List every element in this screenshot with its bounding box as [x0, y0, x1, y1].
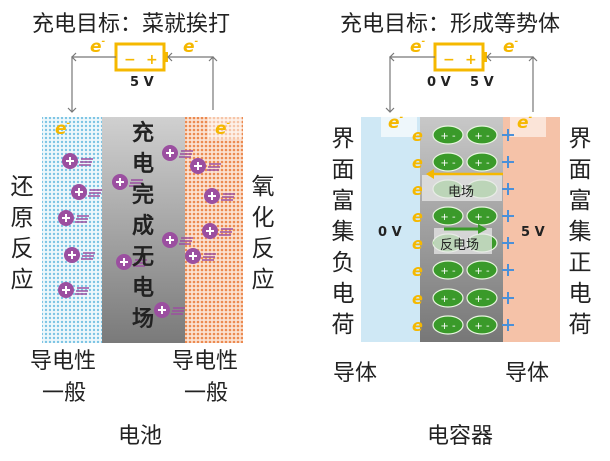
right-conductivity-1: 导电性: [172, 349, 239, 374]
battery-icon-capacitor: − +: [433, 42, 487, 72]
wire-capacitor: [385, 52, 538, 113]
right-plate-voltage: 5 V: [521, 225, 545, 240]
right-conductor-label: 导体: [505, 361, 550, 386]
cation-icon: [71, 184, 102, 200]
svg-text:+ -: + -: [474, 212, 490, 223]
dipole-icon: + -: [432, 315, 464, 335]
left-conductivity-1: 导电性: [30, 349, 97, 374]
plus-charge-icon: [502, 129, 514, 141]
dipole-icon: + -: [466, 260, 498, 280]
dipole-icon: + -: [466, 315, 498, 335]
capacitor-right-voltage: 5 V: [470, 75, 494, 90]
svg-text:+ -: + -: [440, 294, 456, 305]
right-conductor-plate: [503, 117, 560, 342]
svg-text:e-: e-: [410, 37, 426, 57]
svg-text:−: −: [443, 52, 455, 68]
cation-icon: [162, 145, 193, 161]
negative-charge-label: 界面富集负电荷: [331, 126, 355, 338]
dipole-icon: + -: [466, 125, 498, 145]
center-text: 充电完成无电场: [131, 121, 154, 332]
svg-text:+ -: + -: [440, 266, 456, 277]
cation-icon: [190, 158, 221, 174]
cation-icon: [62, 153, 93, 169]
electron-icon: e: [412, 289, 423, 308]
positive-charge-label: 界面富集正电荷: [568, 126, 592, 338]
plus-charge-icon: [502, 210, 514, 222]
dipole-icon: + -: [432, 206, 464, 226]
svg-text:+ -: + -: [474, 158, 490, 169]
dipole-icon: + -: [466, 206, 498, 226]
reverse-field-arrow-icon: [444, 224, 487, 234]
svg-text:e-: e-: [503, 37, 519, 57]
capacitor-title: 充电目标：形成等势体: [340, 12, 561, 37]
plus-charge-icon: [502, 183, 514, 195]
svg-text:+: +: [146, 52, 158, 68]
cation-icon: [204, 188, 235, 204]
dipole-icon: + -: [466, 152, 498, 172]
oxidation-label: 氧化反应: [251, 174, 275, 293]
svg-text:+ -: + -: [440, 212, 456, 223]
left-electrode-blue: [42, 117, 102, 343]
reverse-field-box: [434, 228, 492, 254]
plus-charge-icon: [502, 319, 514, 331]
left-conductivity-2: 一般: [42, 381, 87, 406]
svg-text:+ -: + -: [440, 158, 456, 169]
dipole-icon: + -: [432, 152, 464, 172]
left-conductor-plate: [361, 117, 420, 342]
cation-icon: [185, 248, 216, 264]
ions: [58, 145, 235, 318]
cation-icon: [154, 302, 185, 318]
dipole-icon: + -: [432, 288, 464, 308]
field-arrow-icon: [426, 169, 503, 179]
svg-text:+ -: + -: [440, 321, 456, 332]
cation-icon: [112, 174, 143, 190]
svg-text:e-: e-: [183, 37, 199, 57]
plus-charge-icon: [502, 264, 514, 276]
cation-icon: [116, 254, 147, 270]
capacitor-left-voltage: 0 V: [427, 75, 451, 90]
cation-icon: [202, 223, 233, 239]
dipole-icon: + -: [432, 260, 464, 280]
cation-icon: [58, 282, 89, 298]
cation-icon: [64, 247, 95, 263]
plus-charge-icon: [502, 292, 514, 304]
reverse-field-label: 反电场: [440, 238, 480, 253]
left-conductor-label: 导体: [333, 361, 378, 386]
battery-title: 充电目标：菜就挨打: [32, 12, 231, 37]
svg-text:e-: e-: [90, 37, 106, 57]
svg-text:−: −: [124, 52, 136, 68]
cation-icon: [162, 232, 193, 248]
svg-text:+ -: + -: [474, 294, 490, 305]
right-conductivity-2: 一般: [184, 381, 229, 406]
battery-caption: 电池: [118, 424, 163, 449]
dipole-icon: + -: [432, 125, 464, 145]
electron-icon: e: [412, 207, 423, 226]
electron-icon: e: [412, 153, 423, 172]
svg-text:+: +: [465, 52, 477, 68]
electron-icon: e: [412, 316, 423, 335]
field-label: 电场: [448, 185, 475, 200]
capacitor-caption: 电容器: [427, 424, 494, 449]
svg-text:+ -: + -: [474, 321, 490, 332]
svg-text:+ -: + -: [474, 131, 490, 142]
battery-icon: − +: [114, 42, 168, 72]
plus-charge-icon: [502, 156, 514, 168]
field-box: [422, 175, 502, 201]
left-plate-voltage: 0 V: [378, 225, 402, 240]
svg-text:+ -: + -: [440, 131, 456, 142]
plus-charge-icon: [502, 237, 514, 249]
dipole-icon: + -: [466, 288, 498, 308]
svg-text:+ -: + -: [474, 266, 490, 277]
reduction-label: 还原反应: [10, 174, 34, 293]
electron-icon: e: [412, 234, 423, 253]
electron-icon: e: [412, 261, 423, 280]
electron-icon: e: [412, 180, 423, 199]
battery-voltage: 5 V: [130, 75, 154, 90]
cation-icon: [58, 210, 89, 226]
wire-left: [67, 52, 218, 113]
electron-icon: e: [412, 126, 423, 145]
